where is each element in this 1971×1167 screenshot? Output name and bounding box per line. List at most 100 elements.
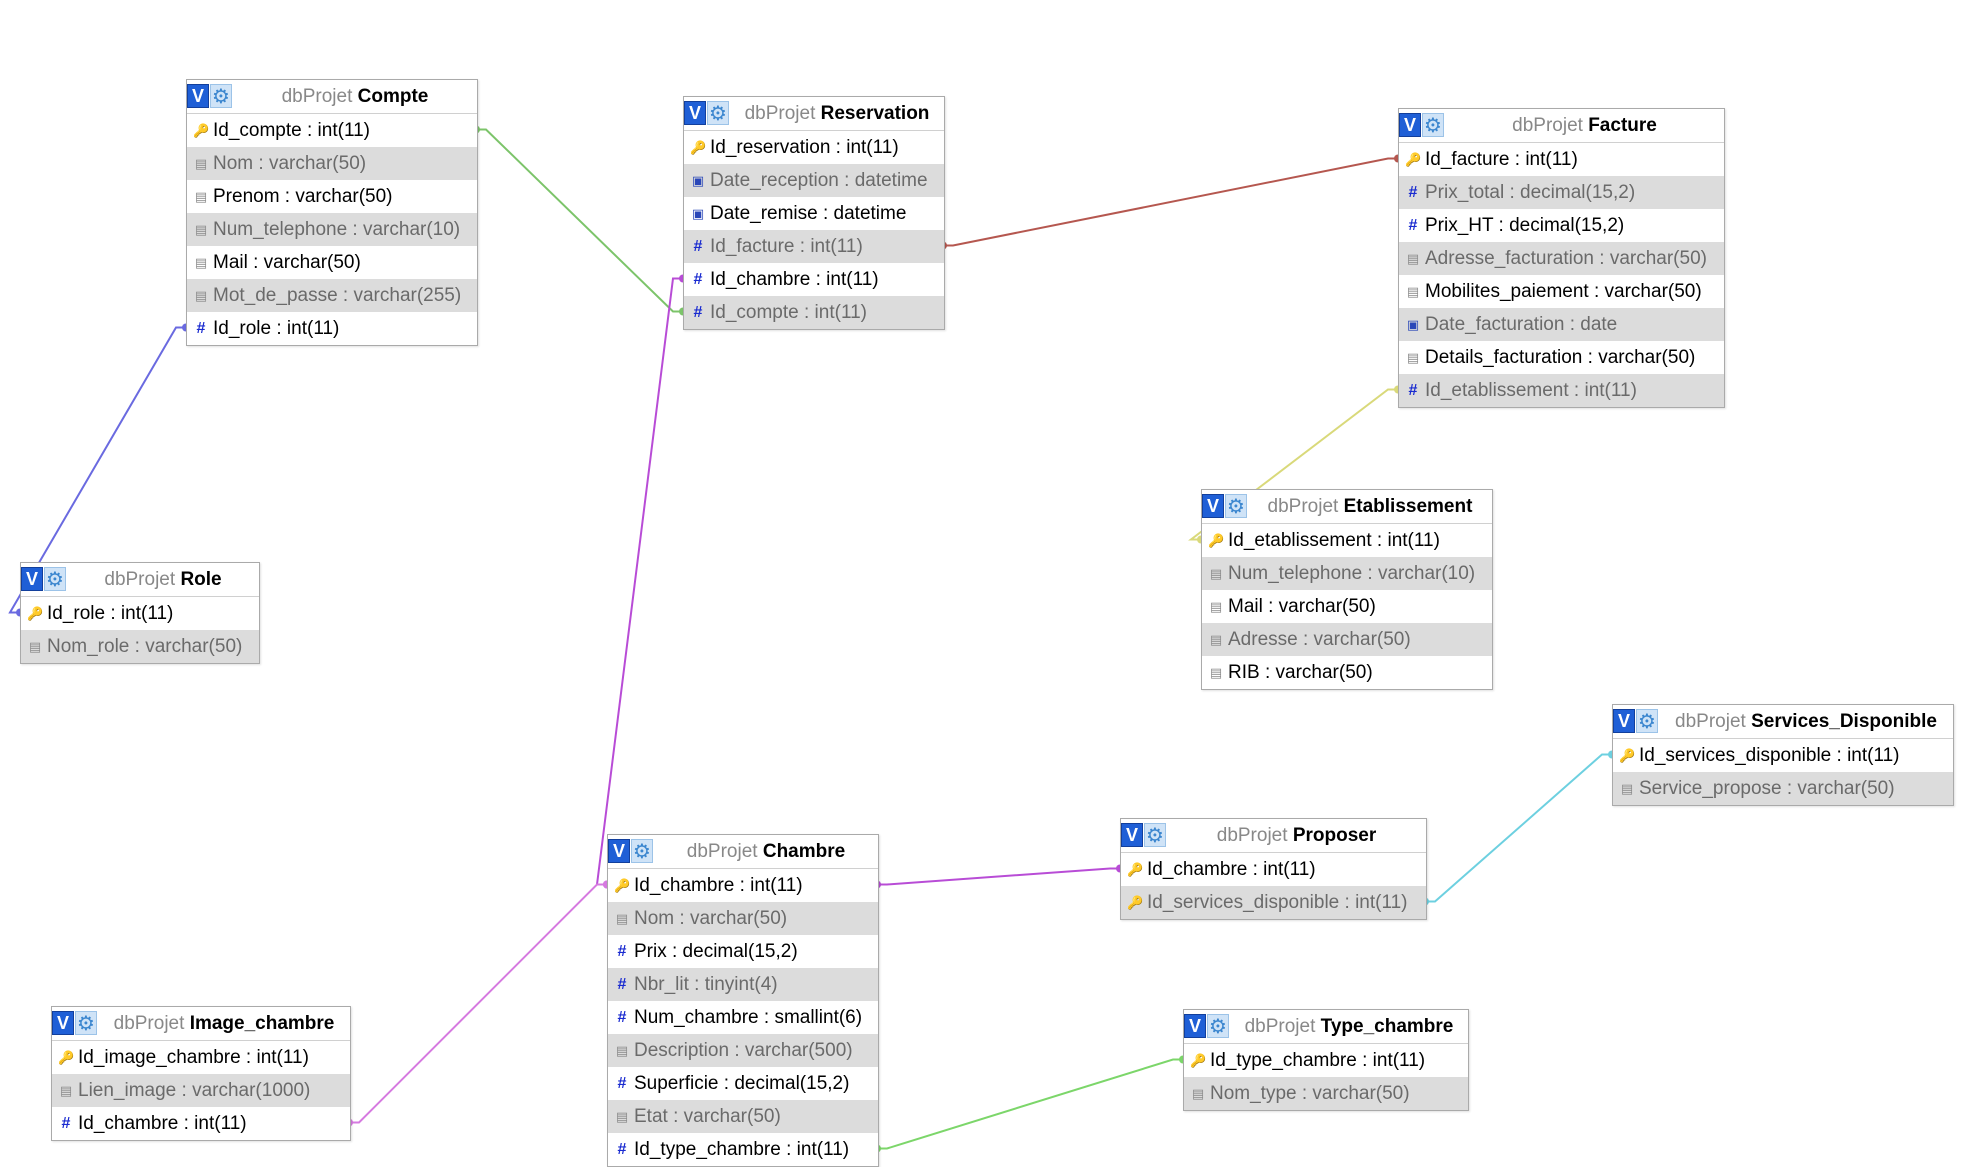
table-field[interactable]: #Id_compte : int(11) [684, 296, 944, 329]
gear-icon[interactable]: ⚙ [1422, 113, 1444, 137]
table-field[interactable]: #Id_chambre : int(11) [684, 263, 944, 296]
toggle-visibility-icon[interactable]: V [1121, 823, 1143, 847]
toggle-visibility-icon[interactable]: V [1184, 1014, 1206, 1038]
table-field[interactable]: #Id_etablissement : int(11) [1399, 374, 1724, 407]
table-field[interactable]: 🔑Id_reservation : int(11) [684, 131, 944, 164]
table-header[interactable]: V⚙ dbProjet Image_chambre [52, 1007, 350, 1041]
date-icon: ▣ [1406, 317, 1420, 332]
table-field[interactable]: ▤Nom : varchar(50) [608, 902, 878, 935]
gear-icon[interactable]: ⚙ [1207, 1014, 1229, 1038]
table-title: dbProjet Image_chambre [104, 1007, 344, 1040]
table-field[interactable]: ▤Prenom : varchar(50) [187, 180, 477, 213]
table-chambre[interactable]: V⚙dbProjet Chambre🔑Id_chambre : int(11)▤… [607, 834, 879, 1167]
gear-icon[interactable]: ⚙ [44, 567, 66, 591]
table-field[interactable]: #Id_facture : int(11) [684, 230, 944, 263]
table-field[interactable]: ▤Mot_de_passe : varchar(255) [187, 279, 477, 312]
table-field[interactable]: 🔑Id_chambre : int(11) [1121, 853, 1426, 886]
toggle-visibility-icon[interactable]: V [1613, 709, 1635, 733]
table-header[interactable]: V⚙dbProjet Services_Disponible [1613, 705, 1953, 739]
toggle-visibility-icon[interactable]: V [21, 567, 43, 591]
table-field[interactable]: ▤Nom_type : varchar(50) [1184, 1077, 1468, 1110]
table-field[interactable]: ▤Adresse_facturation : varchar(50) [1399, 242, 1724, 275]
gear-icon[interactable]: ⚙ [707, 101, 729, 125]
table-header[interactable]: V⚙dbProjet Type_chambre [1184, 1010, 1468, 1044]
table-field[interactable]: ▤Mail : varchar(50) [1202, 590, 1492, 623]
table-field[interactable]: 🔑Id_etablissement : int(11) [1202, 524, 1492, 557]
toggle-visibility-icon[interactable]: V [1202, 494, 1224, 518]
gear-icon[interactable]: ⚙ [1225, 494, 1247, 518]
table-field[interactable]: ▤Nom_role : varchar(50) [21, 630, 259, 663]
table-facture[interactable]: V⚙dbProjet Facture🔑Id_facture : int(11)#… [1398, 108, 1725, 408]
table-etablissement[interactable]: V⚙dbProjet Etablissement🔑Id_etablissemen… [1201, 489, 1493, 690]
table-field[interactable]: ▣Date_facturation : date [1399, 308, 1724, 341]
table-field[interactable]: 🔑Id_chambre : int(11) [608, 869, 878, 902]
gear-icon[interactable]: ⚙ [631, 839, 653, 863]
toggle-visibility-icon[interactable]: V [187, 84, 209, 108]
table-header[interactable]: V⚙dbProjet Etablissement [1202, 490, 1492, 524]
toggle-visibility-icon[interactable]: V [1399, 113, 1421, 137]
text-icon: ▤ [1191, 1086, 1205, 1101]
table-field[interactable]: ▤Service_propose : varchar(50) [1613, 772, 1953, 805]
table-field[interactable]: #Id_role : int(11) [187, 312, 477, 345]
field-label: Id_facture : int(11) [1425, 149, 1578, 170]
table-reservation[interactable]: V⚙dbProjet Reservation🔑Id_reservation : … [683, 96, 945, 330]
table-field[interactable]: ▤Adresse : varchar(50) [1202, 623, 1492, 656]
table-field[interactable]: ▤Num_telephone : varchar(10) [1202, 557, 1492, 590]
table-field[interactable]: ▣Date_reception : datetime [684, 164, 944, 197]
table-field[interactable]: 🔑Id_facture : int(11) [1399, 143, 1724, 176]
table-field[interactable]: #Id_type_chambre : int(11) [608, 1133, 878, 1166]
field-label: Mot_de_passe : varchar(255) [213, 285, 462, 306]
table-field[interactable]: ▣Date_remise : datetime [684, 197, 944, 230]
table-role[interactable]: V⚙dbProjet Role🔑Id_role : int(11)▤Nom_ro… [20, 562, 260, 664]
table-field[interactable]: #Id_chambre : int(11) [52, 1107, 350, 1140]
key-icon: 🔑 [1619, 748, 1636, 763]
toggle-visibility-icon[interactable]: V [52, 1011, 74, 1035]
table-image-chambre[interactable]: V⚙ dbProjet Image_chambre🔑Id_image_chambr… [51, 1006, 351, 1141]
table-header[interactable]: V⚙dbProjet Proposer [1121, 819, 1426, 853]
database-name: dbProjet [113, 1013, 185, 1034]
table-services-disponible[interactable]: V⚙dbProjet Services_Disponible🔑Id_servic… [1612, 704, 1954, 806]
table-field[interactable]: ▤Mobilites_paiement : varchar(50) [1399, 275, 1724, 308]
toggle-visibility-icon[interactable]: V [608, 839, 630, 863]
table-field[interactable]: ▤Num_telephone : varchar(10) [187, 213, 477, 246]
table-header[interactable]: V⚙dbProjet Compte [187, 80, 477, 114]
table-header[interactable]: V⚙dbProjet Role [21, 563, 259, 597]
database-name: dbProjet [686, 841, 758, 862]
table-field[interactable]: 🔑Id_role : int(11) [21, 597, 259, 630]
table-field[interactable]: 🔑Id_type_chambre : int(11) [1184, 1044, 1468, 1077]
table-header[interactable]: V⚙dbProjet Reservation [684, 97, 944, 131]
table-field[interactable]: ▤Description : varchar(500) [608, 1034, 878, 1067]
toggle-visibility-icon[interactable]: V [684, 101, 706, 125]
table-field[interactable]: #Superficie : decimal(15,2) [608, 1067, 878, 1100]
table-type-chambre[interactable]: V⚙dbProjet Type_chambre🔑Id_type_chambre … [1183, 1009, 1469, 1111]
gear-icon[interactable]: ⚙ [210, 84, 232, 108]
field-label: Mail : varchar(50) [1228, 596, 1376, 617]
table-header[interactable]: V⚙dbProjet Chambre [608, 835, 878, 869]
table-field[interactable]: 🔑Id_services_disponible : int(11) [1613, 739, 1953, 772]
table-compte[interactable]: V⚙dbProjet Compte🔑Id_compte : int(11)▤No… [186, 79, 478, 346]
table-field[interactable]: 🔑Id_services_disponible : int(11) [1121, 886, 1426, 919]
field-label: Id_role : int(11) [213, 318, 340, 339]
number-icon: # [617, 1075, 627, 1092]
table-field[interactable]: ▤Etat : varchar(50) [608, 1100, 878, 1133]
table-field[interactable]: ▤RIB : varchar(50) [1202, 656, 1492, 689]
table-field[interactable]: ▤Details_facturation : varchar(50) [1399, 341, 1724, 374]
table-field[interactable]: #Prix_HT : decimal(15,2) [1399, 209, 1724, 242]
table-field[interactable]: #Nbr_lit : tinyint(4) [608, 968, 878, 1001]
table-proposer[interactable]: V⚙dbProjet Proposer🔑Id_chambre : int(11)… [1120, 818, 1427, 920]
table-name: Facture [1588, 115, 1657, 136]
gear-icon[interactable]: ⚙ [1144, 823, 1166, 847]
gear-icon[interactable]: ⚙ [1636, 709, 1658, 733]
table-field[interactable]: ▤Nom : varchar(50) [187, 147, 477, 180]
table-field[interactable]: 🔑Id_compte : int(11) [187, 114, 477, 147]
table-field[interactable]: #Num_chambre : smallint(6) [608, 1001, 878, 1034]
table-field[interactable]: ▤Lien_image : varchar(1000) [52, 1074, 350, 1107]
table-field[interactable]: #Prix : decimal(15,2) [608, 935, 878, 968]
gear-icon[interactable]: ⚙ [75, 1011, 97, 1035]
table-field[interactable]: ▤Mail : varchar(50) [187, 246, 477, 279]
table-field[interactable]: #Prix_total : decimal(15,2) [1399, 176, 1724, 209]
table-field[interactable]: 🔑Id_image_chambre : int(11) [52, 1041, 350, 1074]
field-label: Id_type_chambre : int(11) [1210, 1050, 1426, 1071]
table-header[interactable]: V⚙dbProjet Facture [1399, 109, 1724, 143]
